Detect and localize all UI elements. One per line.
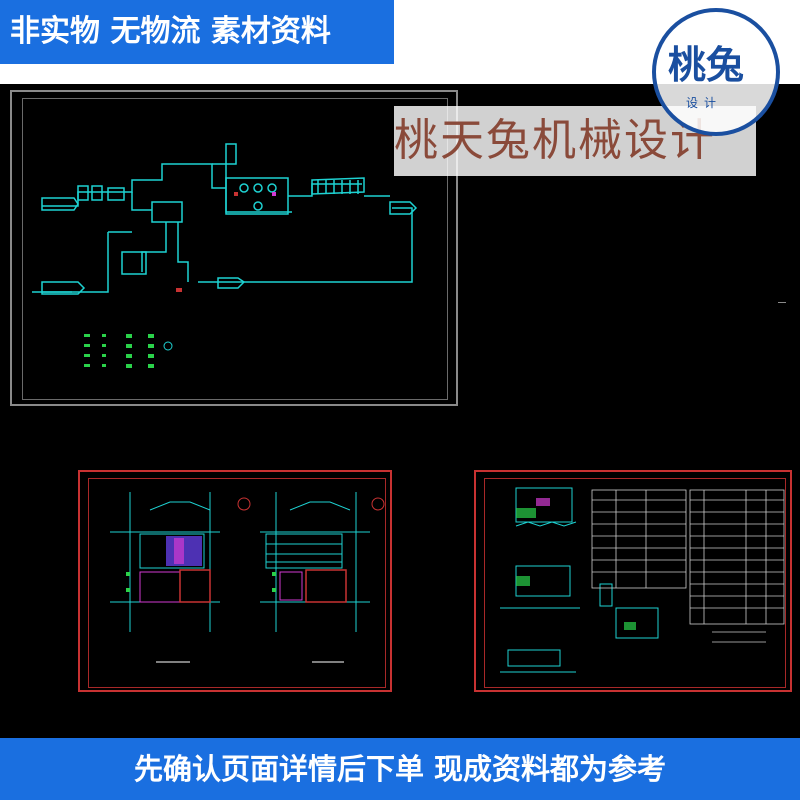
top-banner-text: 非实物 无物流 素材资料 (10, 14, 331, 49)
logo-subtext: 设计 (686, 96, 723, 110)
sheet-sections-table[interactable] (474, 470, 792, 692)
sheet-inner-frame (22, 98, 448, 400)
top-banner: 非实物 无物流 素材资料 (0, 0, 394, 64)
bottom-banner-text: 先确认页面详情后下单 现成资料都为参考 (133, 752, 667, 786)
section-drawings (500, 487, 785, 673)
watermark-text: 桃天兔机械设计 (394, 115, 716, 166)
logo-text: 桃兔 (668, 43, 745, 87)
process-flow-diagram (32, 143, 418, 368)
brand-logo: 桃兔 设计 (652, 8, 780, 136)
floor-plan-drawing (110, 492, 385, 663)
right-edge-mark (778, 302, 786, 303)
sheet-process-flow[interactable] (10, 90, 458, 406)
sheet-inner-frame (484, 478, 786, 688)
sheet-inner-frame (88, 478, 386, 688)
cad-canvas (0, 84, 800, 738)
bottom-banner: 先确认页面详情后下单 现成资料都为参考 (0, 738, 800, 800)
sheet-floor-plans[interactable] (78, 470, 392, 692)
